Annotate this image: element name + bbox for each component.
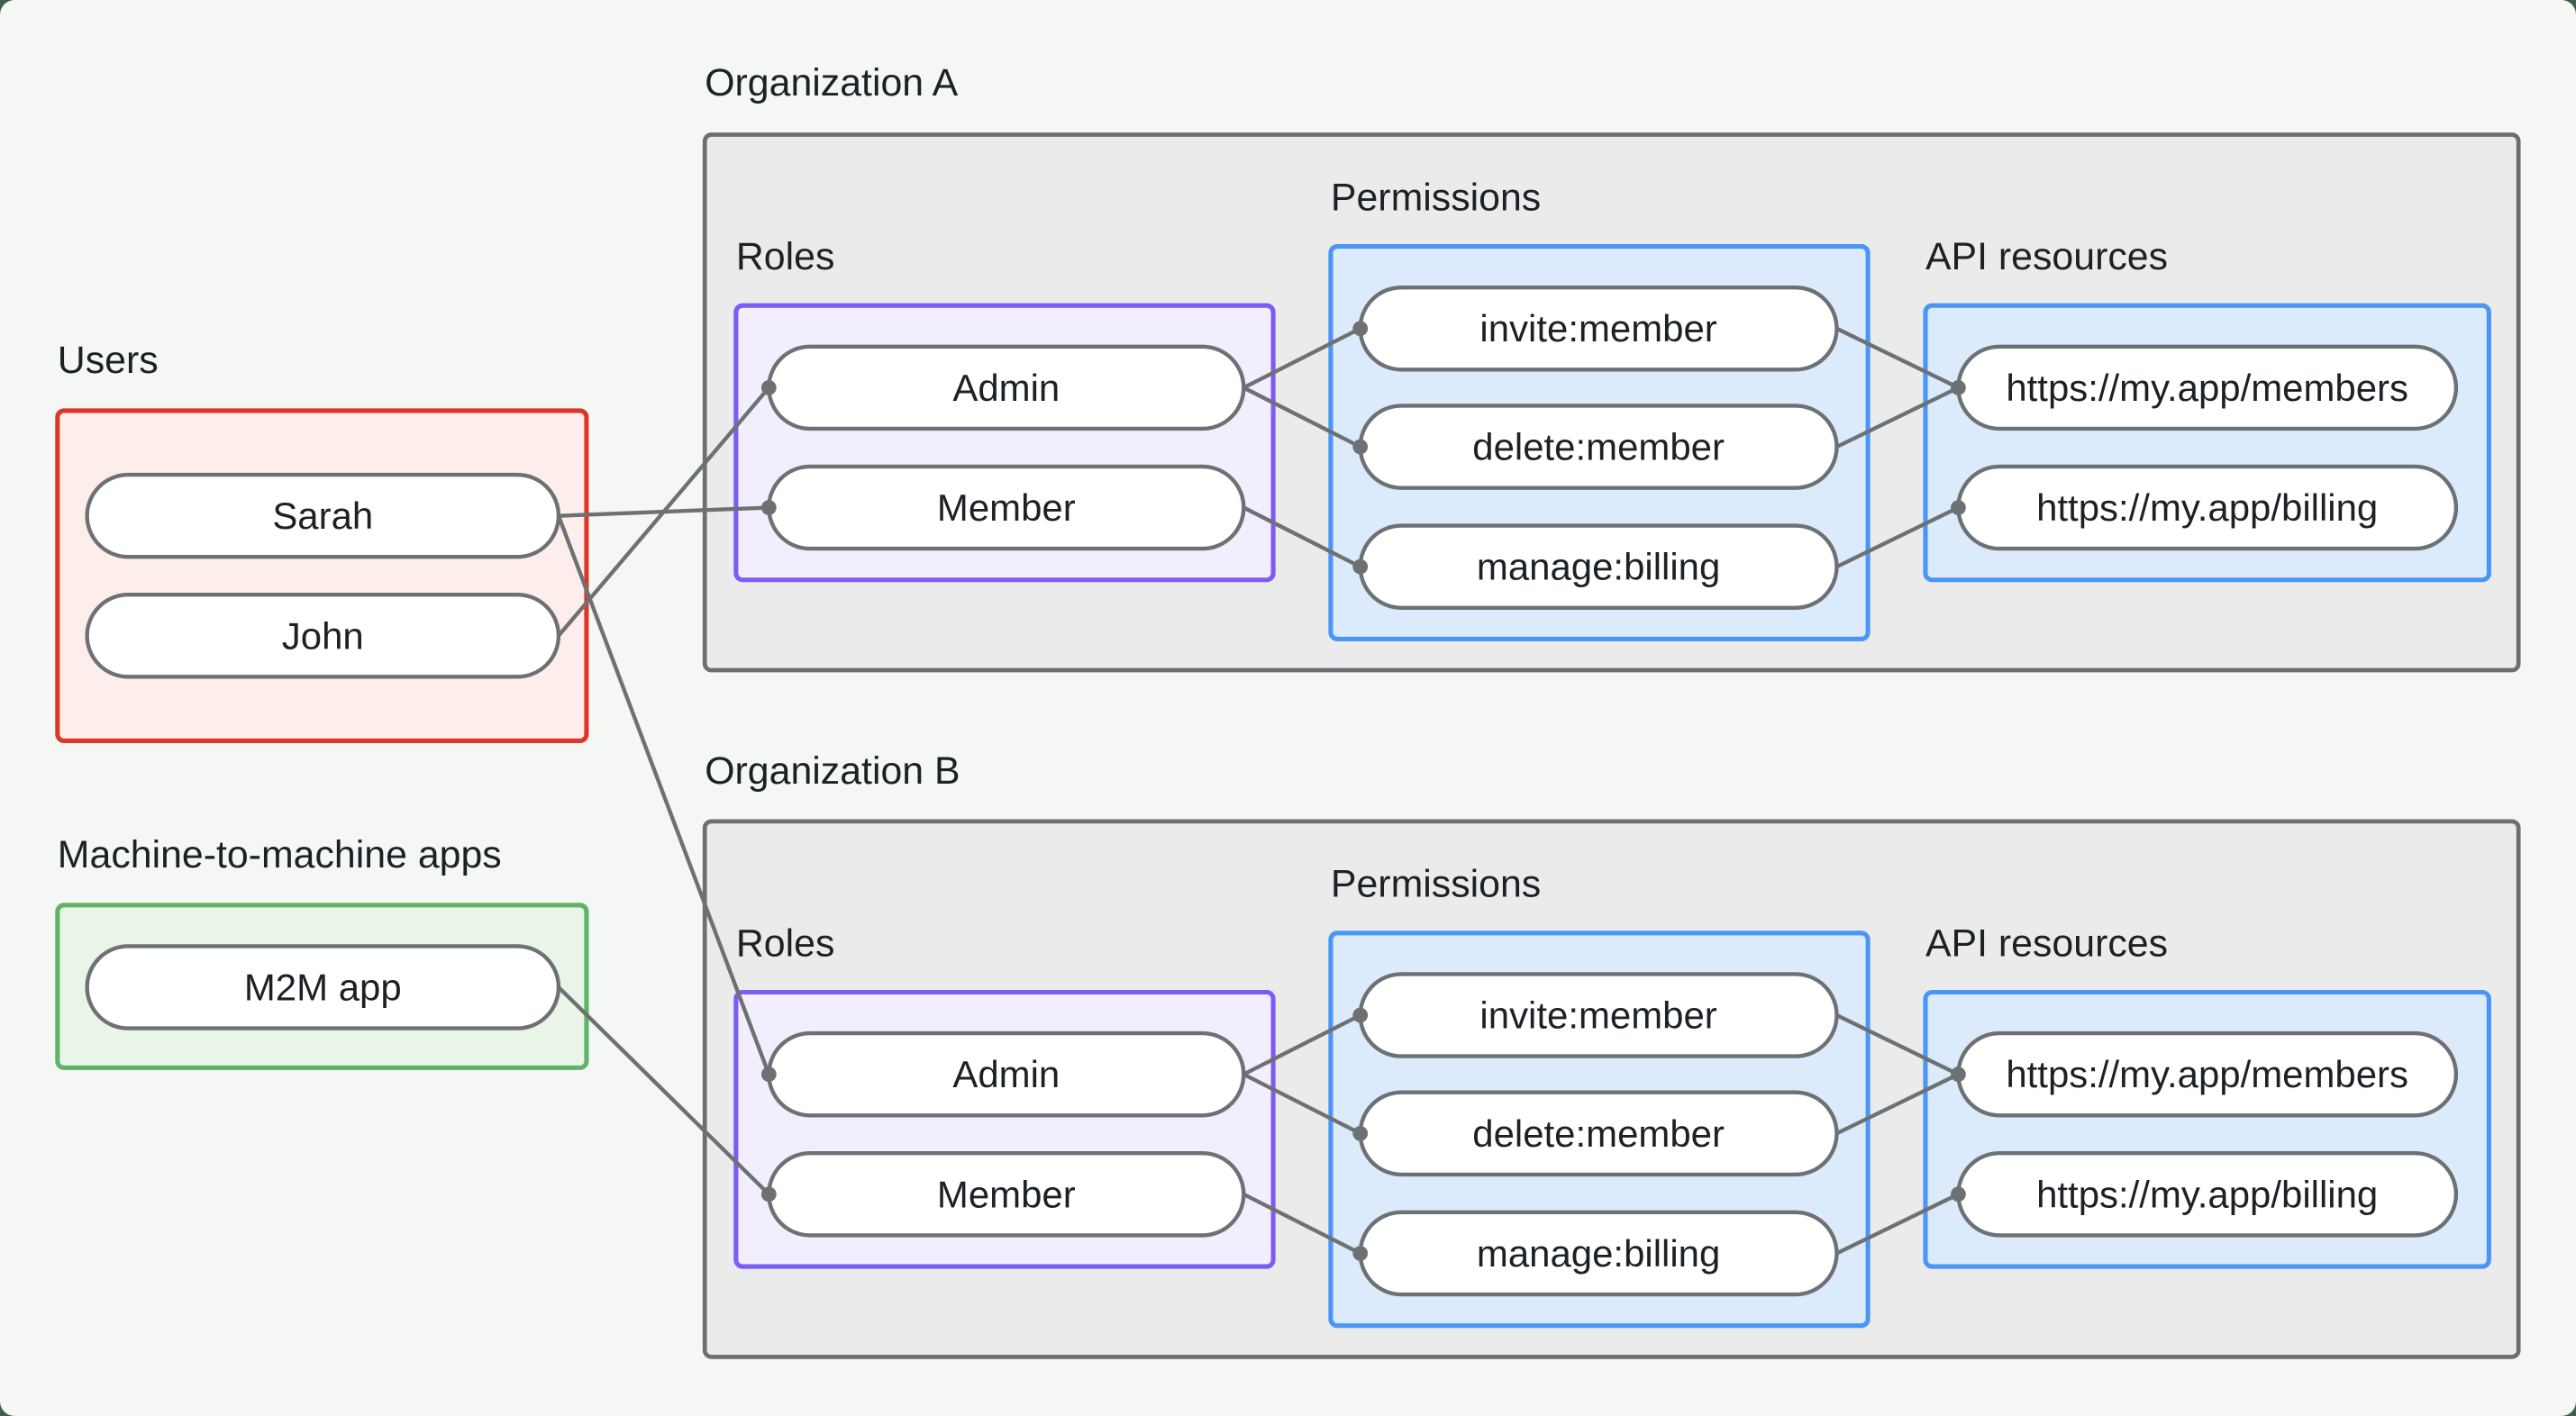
edge-endpoint-dot [760,379,777,395]
node-org-a-permission-invite-member-label: invite:member [1479,307,1716,349]
node-user-sarah-label: Sarah [272,495,373,537]
edge-org-a-admin-to-delete [1242,386,1361,449]
node-org-a-api-billing: https://my.app/billing [1956,464,2459,551]
edge-endpoint-dot [1352,321,1369,337]
edge-endpoint-dot [1352,1246,1369,1261]
node-org-b-permission-delete-member-label: delete:member [1472,1112,1725,1155]
users-group-box [55,408,589,744]
node-org-a-permission-manage-billing-label: manage:billing [1477,546,1720,588]
node-org-b-permission-manage-billing: manage:billing [1358,1210,1839,1297]
edge-endpoint-dot [1951,500,1966,515]
edge-endpoint-dot [1352,1007,1369,1023]
org-b-api-title: API resources [1925,921,2168,965]
edge-john-to-org-a-admin [557,386,770,638]
edge-endpoint-dot [1951,1186,1966,1203]
edge-endpoint-dot [760,500,777,515]
edge-org-a-member-to-manage [1242,505,1361,569]
edge-org-b-invite-to-members-api [1835,1013,1960,1076]
org-a-api-title: API resources [1925,235,2168,278]
node-user-john-label: John [282,614,364,657]
node-org-a-permission-manage-billing: manage:billing [1358,523,1839,610]
users-group-title: Users [58,339,159,382]
node-org-a-role-member-label: Member [937,486,1076,529]
edge-endpoint-dot [1352,1125,1369,1141]
node-org-b-api-billing-label: https://my.app/billing [2036,1173,2378,1215]
org-b-title: Organization B [705,749,960,793]
edge-org-a-admin-to-invite [1242,326,1361,390]
node-m2m-app: M2M app [85,944,561,1030]
org-a-permissions-title: Permissions [1331,176,1541,219]
edge-org-b-admin-to-invite [1242,1013,1361,1076]
node-org-a-api-members: https://my.app/members [1956,344,2459,431]
edge-org-a-invite-to-members-api [1835,326,1960,390]
node-org-a-permission-delete-member: delete:member [1358,404,1839,490]
edge-org-a-manage-to-billing-api [1835,505,1960,569]
node-org-a-permission-delete-member-label: delete:member [1472,426,1725,468]
node-org-a-api-members-label: https://my.app/members [2006,367,2408,409]
org-b-roles-title: Roles [736,921,835,965]
edge-org-b-delete-to-members-api [1835,1072,1960,1136]
node-org-b-role-admin-label: Admin [952,1053,1060,1095]
m2m-group-title: Machine-to-machine apps [58,833,502,876]
node-org-a-api-billing-label: https://my.app/billing [2036,486,2378,529]
node-org-a-role-admin: Admin [767,344,1246,431]
node-org-b-permission-delete-member: delete:member [1358,1090,1839,1177]
edge-org-a-delete-to-members-api [1835,386,1960,449]
node-org-b-api-members-label: https://my.app/members [2006,1053,2408,1095]
node-org-b-api-members: https://my.app/members [1956,1030,2459,1118]
edge-org-b-admin-to-delete [1242,1072,1361,1136]
edge-endpoint-dot [760,1186,777,1203]
edge-endpoint-dot [1951,1067,1966,1083]
edge-endpoint-dot [1352,558,1369,575]
node-user-john: John [85,592,561,679]
edge-sarah-to-org-b-admin [556,514,771,1076]
node-org-b-role-member: Member [767,1151,1246,1238]
edge-m2m-to-org-b-member [557,985,770,1196]
node-org-b-permission-invite-member-label: invite:member [1479,994,1716,1037]
node-org-a-role-admin-label: Admin [952,367,1060,409]
node-org-b-permission-invite-member: invite:member [1358,972,1839,1058]
edge-endpoint-dot [1352,439,1369,455]
edge-endpoint-dot [760,1067,777,1083]
org-a-roles-title: Roles [736,235,835,278]
edge-org-b-member-to-manage [1242,1192,1361,1256]
node-user-sarah: Sarah [85,472,561,559]
node-org-b-role-admin: Admin [767,1030,1246,1118]
node-org-b-role-member-label: Member [937,1173,1076,1215]
edge-endpoint-dot [1951,379,1966,395]
edge-org-b-manage-to-billing-api [1835,1192,1960,1256]
org-a-title: Organization A [705,61,958,104]
org-b-permissions-title: Permissions [1331,863,1541,906]
node-org-b-permission-manage-billing-label: manage:billing [1477,1232,1720,1275]
node-m2m-app-label: M2M app [244,967,402,1009]
node-org-b-api-billing: https://my.app/billing [1956,1151,2459,1238]
node-org-a-role-member: Member [767,464,1246,551]
node-org-a-permission-invite-member: invite:member [1358,285,1839,372]
